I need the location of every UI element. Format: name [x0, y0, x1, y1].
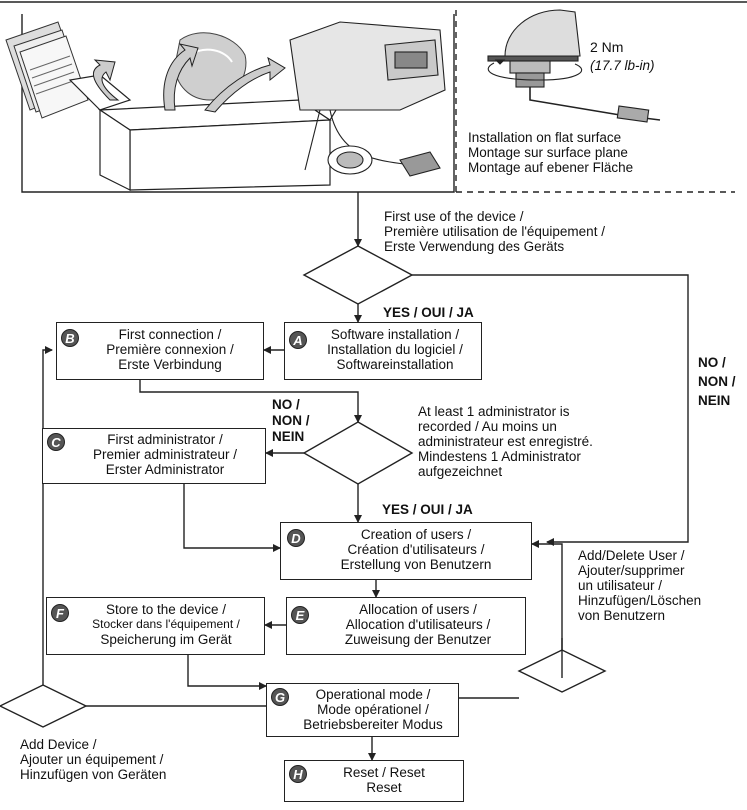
label-line: un utilisateur / — [578, 578, 663, 593]
condition-line: recorded / Au moins un — [418, 419, 557, 434]
box-line: Allocation of users / — [359, 602, 477, 617]
step-g-operational-mode: G Operational mode / Mode opérationel / … — [266, 683, 459, 737]
unpacking-arrows — [92, 43, 286, 113]
decision-first-use — [302, 245, 414, 305]
box-line: Stocker dans l'équipement / — [92, 617, 240, 631]
first-use-line: First use of the device / — [384, 209, 524, 224]
no-label-right: NO / NON / NEIN — [698, 353, 736, 410]
badge-e: E — [291, 606, 309, 624]
badge-f: F — [51, 604, 69, 622]
box-line: Zuweisung der Benutzer — [344, 632, 492, 647]
first-use-text: First use of the device / Première utili… — [384, 209, 605, 254]
torque-value: 2 Nm — [590, 39, 624, 55]
label-line: Hinzufügen von Geräten — [20, 767, 167, 782]
flat-surface-line: Installation on flat surface — [468, 130, 622, 145]
box-line: Betriebsbereiter Modus — [303, 717, 443, 732]
cardboard-box-illustration — [68, 74, 346, 191]
no-line: NO / — [272, 397, 300, 412]
box-line: Creation of users / — [360, 527, 472, 542]
condition-line: Mindestens 1 Administrator — [418, 449, 581, 464]
label-line: Add/Delete User / — [578, 548, 685, 563]
add-device-text: Add Device / Ajouter un équipement / Hin… — [20, 737, 166, 782]
no-line: NO / — [698, 355, 726, 370]
step-f-store-to-device: F Store to the device / Stocker dans l'é… — [46, 597, 265, 655]
badge-c: C — [47, 433, 65, 451]
first-use-line: Première utilisation de l'équipement / — [384, 224, 605, 239]
no-label-left: NO / NON / NEIN — [272, 397, 310, 445]
box-line: Reset / Reset — [343, 765, 425, 780]
box-line: First connection / — [118, 327, 222, 342]
step-c-first-administrator: C First administrator / Premier administ… — [42, 428, 266, 484]
box-line: Reset — [366, 780, 402, 795]
condition-line: aufgezeichnet — [418, 464, 503, 479]
step-d-creation-of-users: D Creation of users / Création d'utilisa… — [280, 522, 532, 580]
flat-surface-line: Montage sur surface plane — [468, 145, 628, 160]
box-line: Installation du logiciel / — [327, 342, 463, 357]
manual-illustration — [5, 21, 89, 119]
torque-alt-value: (17.7 lb-in) — [590, 58, 655, 73]
label-line: Hinzufügen/Löschen — [578, 593, 702, 608]
box-line: Erster Administrator — [105, 462, 225, 477]
no-line: NON / — [272, 413, 310, 428]
box-line: Première connexion / — [106, 342, 234, 357]
badge-h: H — [289, 765, 307, 783]
label-line: Ajouter un équipement / — [20, 752, 164, 767]
box-line: Erstellung von Benutzern — [340, 557, 492, 572]
mounted-device-illustration — [487, 9, 661, 123]
box-line: Operational mode / — [315, 687, 431, 702]
decision-add-device — [0, 684, 88, 728]
yes-label-top: YES / OUI / JA — [383, 305, 474, 320]
step-a-software-installation: A Software installation / Installation d… — [284, 322, 482, 380]
admin-condition-text: At least 1 administrator is recorded / A… — [418, 404, 593, 479]
no-line: NEIN — [698, 393, 731, 408]
box-line: Speicherung im Gerät — [100, 632, 232, 647]
box-line: Premier administrateur / — [92, 447, 238, 462]
box-line: Mode opérationel / — [317, 702, 429, 717]
box-line: Erste Verbindung — [118, 357, 222, 372]
flat-surface-line: Montage auf ebener Fläche — [468, 160, 634, 175]
decision-admin — [302, 421, 414, 485]
yes-label-bottom: YES / OUI / JA — [382, 502, 473, 517]
label-line: von Benutzern — [578, 608, 666, 623]
no-line: NON / — [698, 374, 736, 389]
box-line: Softwareinstallation — [336, 357, 454, 372]
box-line: Software installation / — [330, 327, 460, 342]
condition-line: At least 1 administrator is — [418, 404, 570, 419]
step-h-reset: H Reset / Reset Reset — [284, 760, 464, 802]
condition-line: administrateur est enregistré. — [418, 434, 593, 449]
badge-b: B — [61, 329, 79, 347]
flat-surface-text: Installation on flat surface Montage sur… — [468, 130, 633, 175]
step-b-first-connection: B First connection / Première connexion … — [56, 322, 264, 380]
label-line: Add Device / — [20, 737, 97, 752]
badge-d: D — [287, 529, 305, 547]
step-e-allocation-of-users: E Allocation of users / Allocation d'uti… — [286, 597, 526, 655]
box-line: First administrator / — [107, 432, 223, 447]
no-line: NEIN — [272, 429, 305, 444]
label-line: Ajouter/supprimer — [578, 563, 685, 578]
badge-g: G — [271, 688, 289, 706]
box-line: Allocation d'utilisateurs / — [345, 617, 491, 632]
box-line: Store to the device / — [105, 602, 227, 617]
unboxing-frame — [21, 14, 455, 193]
box-line: Création d'utilisateurs / — [347, 542, 485, 557]
reader-device-illustration — [289, 21, 446, 177]
add-delete-user-text: Add/Delete User / Ajouter/supprimer un u… — [578, 548, 701, 623]
first-use-line: Erste Verwendung des Geräts — [384, 239, 565, 254]
badge-a: A — [289, 331, 307, 349]
